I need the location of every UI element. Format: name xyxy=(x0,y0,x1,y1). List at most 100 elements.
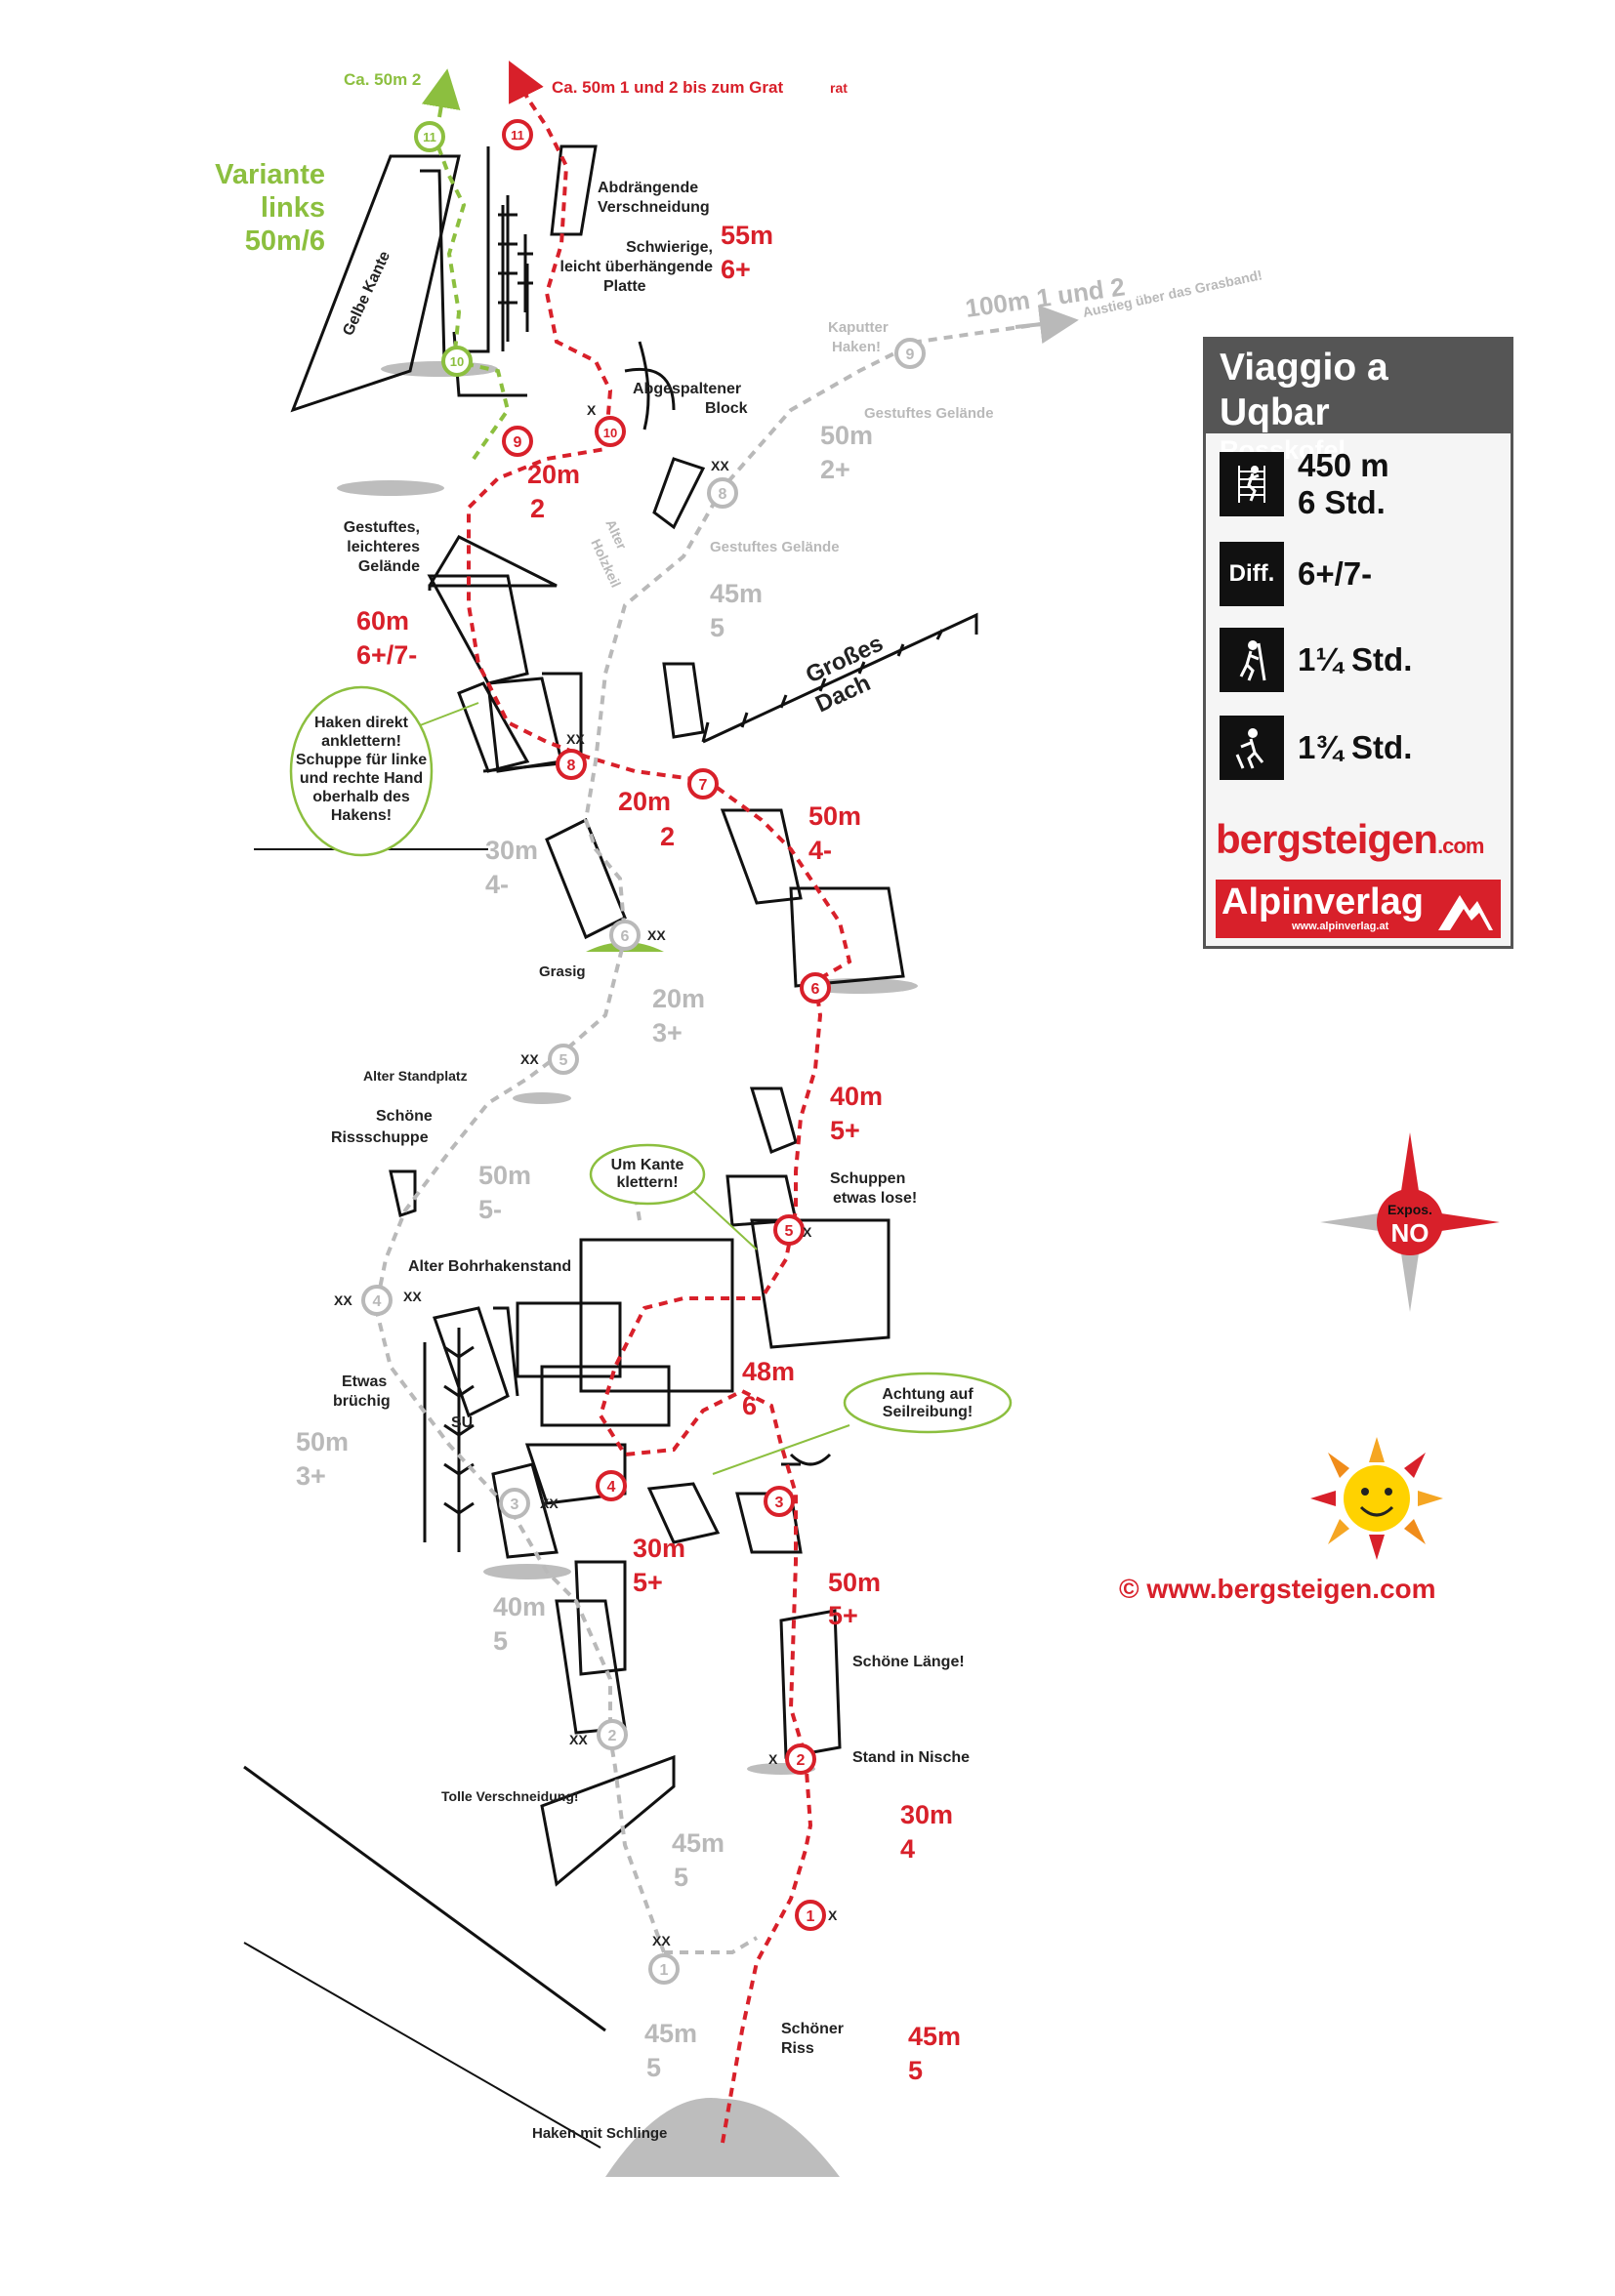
red-pitch-3-grade: 5+ xyxy=(828,1601,858,1630)
svg-text:Grasig: Grasig xyxy=(539,964,586,980)
red-pitch-11-grade: 6+ xyxy=(721,255,751,284)
svg-text:50m: 50m xyxy=(296,1427,349,1456)
red-pitch-5-length: 48m xyxy=(742,1357,795,1386)
svg-text:5: 5 xyxy=(559,1052,568,1069)
red-pitch-5-grade: 6 xyxy=(742,1391,757,1420)
svg-text:Platte: Platte xyxy=(603,278,646,295)
grey-stations: 1 2 3 4 5 6 8 9 xyxy=(361,338,926,1985)
svg-text:50m: 50m xyxy=(820,421,873,450)
svg-text:Gelbe Kante: Gelbe Kante xyxy=(340,249,393,339)
svg-text:Gestuftes Gelände: Gestuftes Gelände xyxy=(864,405,994,422)
sun-logo-icon xyxy=(1308,1435,1445,1562)
grey-station-8: 8 xyxy=(707,477,738,509)
info-approach-row: 1¼ Std. xyxy=(1220,628,1412,692)
climber-icon xyxy=(1220,452,1284,516)
svg-text:anklettern!: anklettern! xyxy=(321,733,401,750)
alpinverlag-logo: Alpinverlag www.alpinverlag.at xyxy=(1216,880,1501,938)
svg-text:X: X xyxy=(587,402,597,418)
svg-text:klettern!: klettern! xyxy=(616,1174,678,1191)
svg-text:45m: 45m xyxy=(672,1828,725,1858)
svg-text:XX: XX xyxy=(334,1292,352,1308)
svg-text:Tolle Verschneidung!: Tolle Verschneidung! xyxy=(441,1788,579,1804)
svg-text:XX: XX xyxy=(647,927,666,943)
route-time: 6 Std. xyxy=(1298,484,1386,520)
alt-route-exit-arrow xyxy=(1015,305,1079,345)
red-station-11: 11 xyxy=(502,119,533,150)
green-stations: 10 11 xyxy=(414,121,473,377)
svg-text:Schuppe für linke: Schuppe für linke xyxy=(296,752,427,768)
alt-route xyxy=(373,320,1056,1954)
red-pitch-10-length: 20m xyxy=(527,460,580,489)
svg-text:Etwas: Etwas xyxy=(342,1374,387,1390)
svg-text:10: 10 xyxy=(603,426,617,440)
svg-text:11: 11 xyxy=(511,128,524,143)
svg-text:6: 6 xyxy=(811,981,820,998)
info-difficulty-row: Diff. 6+/7- xyxy=(1220,542,1372,606)
svg-text:5: 5 xyxy=(785,1223,794,1240)
svg-text:brüchig: brüchig xyxy=(333,1393,391,1410)
svg-text:5: 5 xyxy=(674,1863,688,1892)
route-difficulty: 6+/7- xyxy=(1298,555,1373,592)
svg-text:11: 11 xyxy=(423,130,436,144)
svg-text:Alter Bohrhakenstand: Alter Bohrhakenstand xyxy=(408,1258,571,1275)
svg-text:2+: 2+ xyxy=(820,455,850,484)
rock-lines xyxy=(243,144,978,2149)
red-station-8: 8 xyxy=(556,749,587,780)
variant-route xyxy=(433,136,511,461)
compass-label: Expos. xyxy=(1387,1202,1432,1217)
svg-text:XX: XX xyxy=(569,1732,588,1747)
red-pitch-7-grade: 4- xyxy=(808,836,832,865)
svg-text:Abgespaltener: Abgespaltener xyxy=(633,381,741,397)
exposure-compass: Expos. NO xyxy=(1316,1128,1504,1316)
route-name: Viaggio a Uqbar xyxy=(1220,347,1388,433)
approach-time: 1¼ Std. xyxy=(1298,641,1413,677)
red-stations: 1 2 3 4 5 6 7 8 9 10 11 xyxy=(502,119,831,1931)
svg-text:4: 4 xyxy=(607,1479,616,1496)
red-exit-tail: rat xyxy=(830,80,848,96)
difficulty-icon: Diff. xyxy=(1220,542,1284,606)
svg-text:Variante: Variante xyxy=(215,159,325,190)
svg-text:und rechte Hand: und rechte Hand xyxy=(300,770,423,787)
green-station-11: 11 xyxy=(414,121,445,152)
svg-text:XX: XX xyxy=(403,1289,422,1304)
red-pitch-10-grade: 2 xyxy=(530,494,545,523)
grey-station-4: 4 xyxy=(361,1285,393,1316)
svg-text:Um Kante: Um Kante xyxy=(611,1157,684,1173)
svg-text:Schöner: Schöner xyxy=(781,2021,844,2037)
svg-text:Schöne: Schöne xyxy=(376,1108,433,1125)
red-station-10: 10 xyxy=(595,416,626,447)
bergsteigen-logo: bergsteigen.com xyxy=(1216,816,1484,862)
svg-text:Gestuftes,: Gestuftes, xyxy=(344,519,420,536)
svg-text:XX: XX xyxy=(566,731,585,747)
svg-text:leicht überhängende: leicht überhängende xyxy=(560,259,714,275)
grey-station-3: 3 xyxy=(499,1488,530,1519)
red-pitch-2-grade: 4 xyxy=(900,1834,915,1864)
svg-text:3: 3 xyxy=(775,1495,784,1511)
svg-text:Kaputter: Kaputter xyxy=(828,319,889,336)
svg-text:XX: XX xyxy=(520,1051,539,1067)
svg-text:Gestuftes Gelände: Gestuftes Gelände xyxy=(710,539,840,555)
route-info-panel: Viaggio a Uqbar Rosskofel 450 m 6 Std. D… xyxy=(1203,337,1513,949)
grey-station-2: 2 xyxy=(597,1719,628,1750)
svg-text:etwas lose!: etwas lose! xyxy=(833,1190,917,1207)
svg-text:XX: XX xyxy=(540,1496,559,1511)
svg-text:6: 6 xyxy=(621,928,630,945)
red-station-5: 5 xyxy=(773,1214,805,1246)
compass-value: NO xyxy=(1391,1218,1429,1248)
svg-text:8: 8 xyxy=(719,486,727,503)
svg-text:Verschneidung: Verschneidung xyxy=(598,199,710,216)
green-station-10: 10 xyxy=(441,346,473,377)
red-pitch-6-length: 40m xyxy=(830,1082,883,1111)
red-pitch-8-length: 20m xyxy=(618,787,671,816)
red-pitch-3-length: 50m xyxy=(828,1568,881,1597)
red-pitch-1-length: 45m xyxy=(908,2022,961,2051)
callout-um-kante: Um Kante klettern! xyxy=(589,1143,758,1250)
svg-text:8: 8 xyxy=(567,758,576,774)
copyright-text: © www.bergsteigen.com xyxy=(1119,1574,1436,1604)
svg-text:Achtung auf: Achtung auf xyxy=(882,1386,973,1403)
svg-text:2: 2 xyxy=(797,1752,806,1769)
svg-text:Hakens!: Hakens! xyxy=(331,807,392,824)
svg-text:45m: 45m xyxy=(710,579,763,608)
red-pitch-4-grade: 5+ xyxy=(633,1568,663,1597)
